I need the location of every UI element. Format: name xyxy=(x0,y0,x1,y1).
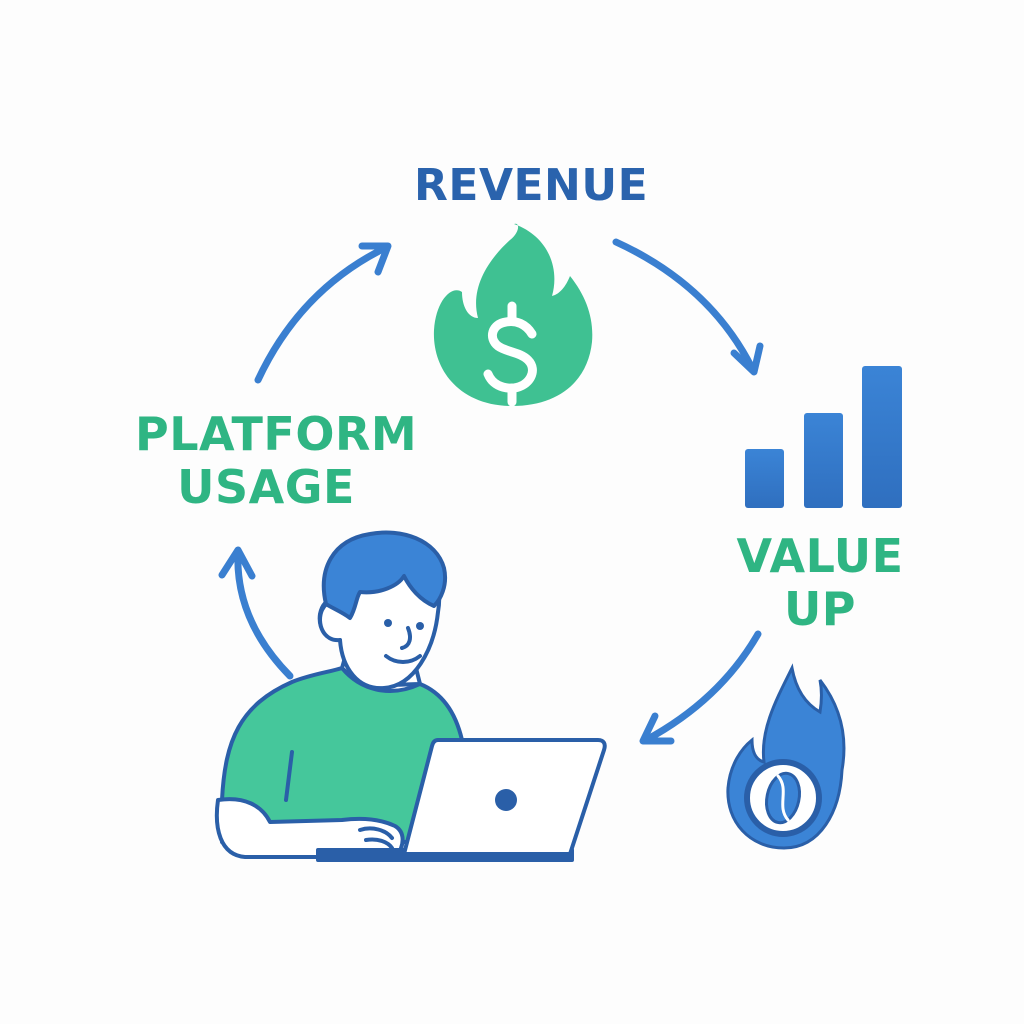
bar-chart-icon xyxy=(745,366,902,508)
label-value-up-line1: VALUE xyxy=(736,529,904,583)
bar-1 xyxy=(745,449,784,508)
person-arm xyxy=(214,797,405,859)
fire-coin-icon xyxy=(726,663,846,850)
label-platform-usage: PLATFORM USAGE xyxy=(135,407,418,514)
label-revenue: REVENUE xyxy=(414,160,649,211)
arrowhead-revenue-to-value xyxy=(730,342,764,376)
label-value-up-line2: UP xyxy=(783,581,857,636)
arrow-platform-to-revenue xyxy=(254,244,389,384)
arrowhead-person-to-platform xyxy=(218,546,256,580)
arrowhead-value-to-burn xyxy=(639,712,675,745)
arrow-person-to-platform xyxy=(234,548,294,680)
laptop-logo xyxy=(495,789,517,811)
arrow-value-to-burn xyxy=(642,630,762,744)
arrowhead-platform-to-revenue xyxy=(358,242,392,276)
bar-2 xyxy=(804,413,843,508)
person-laptop-illustration xyxy=(214,530,607,862)
label-platform-usage-line1: PLATFORM xyxy=(135,407,418,461)
label-platform-usage-line2: USAGE xyxy=(177,459,355,514)
fire-dollar-icon xyxy=(433,223,593,407)
arrow-revenue-to-value xyxy=(612,238,756,372)
person-hair xyxy=(321,530,447,620)
bar-3 xyxy=(862,366,902,508)
label-value-up: VALUE UP xyxy=(733,530,907,636)
